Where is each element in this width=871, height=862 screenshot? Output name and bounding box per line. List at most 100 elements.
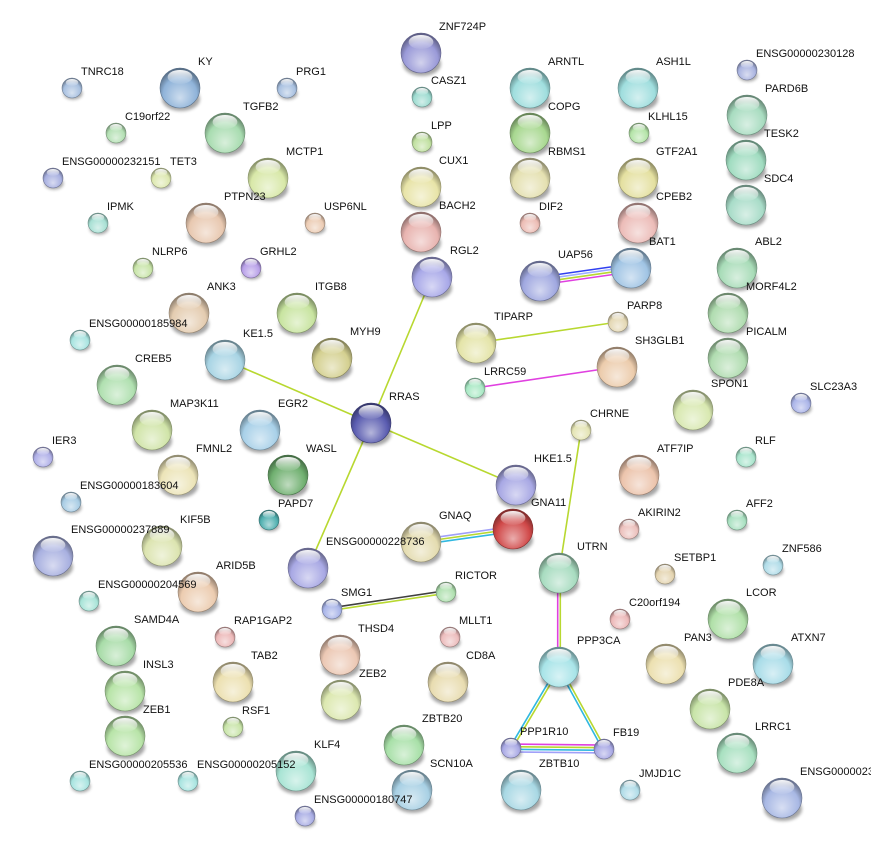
node-atxn7[interactable]: [752, 643, 794, 687]
node-gnaq[interactable]: [400, 521, 442, 565]
node-nlrp6[interactable]: [132, 257, 154, 280]
node-zbtb10[interactable]: [500, 769, 542, 813]
node-klf4[interactable]: [275, 750, 317, 794]
node-ensg00000228736[interactable]: [287, 547, 329, 591]
node-lrrc59[interactable]: [464, 377, 486, 400]
node-ke1-5[interactable]: [204, 339, 246, 383]
node-pard6b[interactable]: [726, 94, 768, 138]
node-cux1[interactable]: [400, 166, 442, 210]
node-samd4a[interactable]: [95, 625, 137, 669]
node-arntl[interactable]: [509, 67, 551, 111]
node-ensg00000232151[interactable]: [42, 167, 64, 190]
node-c19orf22[interactable]: [105, 122, 127, 145]
edge-ppp1r10-fb19[interactable]: [510, 743, 605, 754]
node-picalm[interactable]: [707, 337, 749, 381]
node-ensg0000023[interactable]: [761, 777, 803, 821]
edge-rgl2-rras[interactable]: [370, 276, 433, 424]
node-hke1-5[interactable]: [495, 464, 537, 508]
node-ensg00000205152[interactable]: [177, 770, 199, 793]
node-rlf[interactable]: [735, 446, 757, 469]
node-parp8[interactable]: [607, 311, 629, 334]
node-casz1[interactable]: [411, 86, 433, 109]
node-wasl[interactable]: [267, 454, 309, 498]
node-dif2[interactable]: [519, 212, 541, 235]
node-creb5[interactable]: [96, 364, 138, 408]
node-egr2[interactable]: [239, 409, 281, 453]
node-abl2[interactable]: [716, 247, 758, 291]
node-rras[interactable]: [350, 402, 392, 446]
node-bach2[interactable]: [400, 211, 442, 255]
edge-lrrc59-sh3glb1[interactable]: [474, 366, 618, 389]
node-pde8a[interactable]: [689, 688, 731, 732]
node-akirin2[interactable]: [618, 518, 640, 541]
node-gtf2a1[interactable]: [617, 157, 659, 201]
node-ipmk[interactable]: [87, 212, 109, 235]
node-rbms1[interactable]: [509, 157, 551, 201]
node-ptpn23[interactable]: [185, 202, 227, 246]
edge-rras-ensg00000228736[interactable]: [307, 422, 372, 569]
node-copg[interactable]: [509, 112, 551, 156]
node-znf586[interactable]: [762, 554, 784, 577]
node-tgfb2[interactable]: [204, 112, 246, 156]
node-scn10a[interactable]: [391, 769, 433, 813]
node-cpeb2[interactable]: [617, 202, 659, 246]
node-tiparp[interactable]: [455, 322, 497, 366]
node-itgb8[interactable]: [276, 292, 318, 336]
node-kif5b[interactable]: [141, 525, 183, 569]
node-setbp1[interactable]: [654, 563, 676, 586]
node-rap1gap2[interactable]: [214, 626, 236, 649]
node-arid5b[interactable]: [177, 571, 219, 615]
node-insl3[interactable]: [104, 670, 146, 714]
node-ppp3ca[interactable]: [538, 646, 580, 690]
node-jmjd1c[interactable]: [619, 779, 641, 802]
node-map3k11[interactable]: [131, 409, 173, 453]
node-lpp[interactable]: [411, 131, 433, 154]
node-smg1[interactable]: [321, 598, 343, 621]
node-rictor[interactable]: [435, 581, 457, 604]
node-slc23a3[interactable]: [790, 392, 812, 415]
node-mllt1[interactable]: [439, 626, 461, 649]
node-znf724p[interactable]: [400, 32, 442, 76]
node-sdc4[interactable]: [725, 184, 767, 228]
node-tnrc18[interactable]: [61, 77, 83, 100]
node-ensg00000183604[interactable]: [60, 491, 82, 514]
node-gna11[interactable]: [492, 508, 534, 552]
node-lcor[interactable]: [707, 598, 749, 642]
edge-chrne-utrn[interactable]: [558, 429, 582, 574]
node-lrrc1[interactable]: [716, 732, 758, 776]
node-c20orf194[interactable]: [609, 608, 631, 631]
node-tet3[interactable]: [150, 167, 172, 190]
node-thsd4[interactable]: [319, 634, 361, 678]
node-sh3glb1[interactable]: [596, 346, 638, 390]
node-ash1l[interactable]: [617, 67, 659, 111]
node-bat1[interactable]: [610, 247, 652, 291]
node-morf4l2[interactable]: [707, 292, 749, 336]
node-pan3[interactable]: [645, 643, 687, 687]
node-zeb2[interactable]: [320, 679, 362, 723]
node-usp6nl[interactable]: [304, 212, 326, 235]
node-grhl2[interactable]: [240, 257, 262, 280]
node-ank3[interactable]: [168, 292, 210, 336]
node-ensg00000204569[interactable]: [78, 590, 100, 613]
node-rgl2[interactable]: [411, 256, 453, 300]
node-tab2[interactable]: [212, 661, 254, 705]
node-cd8a[interactable]: [427, 661, 469, 705]
edge-ke1-5-rras[interactable]: [224, 359, 372, 424]
edge-smg1-rictor[interactable]: [331, 589, 447, 612]
node-tesk2[interactable]: [725, 139, 767, 183]
node-mctp1[interactable]: [247, 157, 289, 201]
edge-rras-hke1-5[interactable]: [370, 422, 517, 486]
node-ensg00000237889[interactable]: [32, 535, 74, 579]
node-chrne[interactable]: [570, 419, 592, 442]
edge-tiparp-parp8[interactable]: [475, 321, 619, 344]
node-ensg00000205536[interactable]: [69, 770, 91, 793]
node-myh9[interactable]: [311, 337, 353, 381]
node-atf7ip[interactable]: [618, 454, 660, 498]
node-prg1[interactable]: [276, 77, 298, 100]
node-ensg00000185984[interactable]: [69, 329, 91, 352]
node-ier3[interactable]: [32, 446, 54, 469]
node-klhl15[interactable]: [628, 122, 650, 145]
node-spon1[interactable]: [672, 389, 714, 433]
node-ensg00000230128[interactable]: [736, 59, 758, 82]
node-ensg00000180747[interactable]: [294, 805, 316, 828]
